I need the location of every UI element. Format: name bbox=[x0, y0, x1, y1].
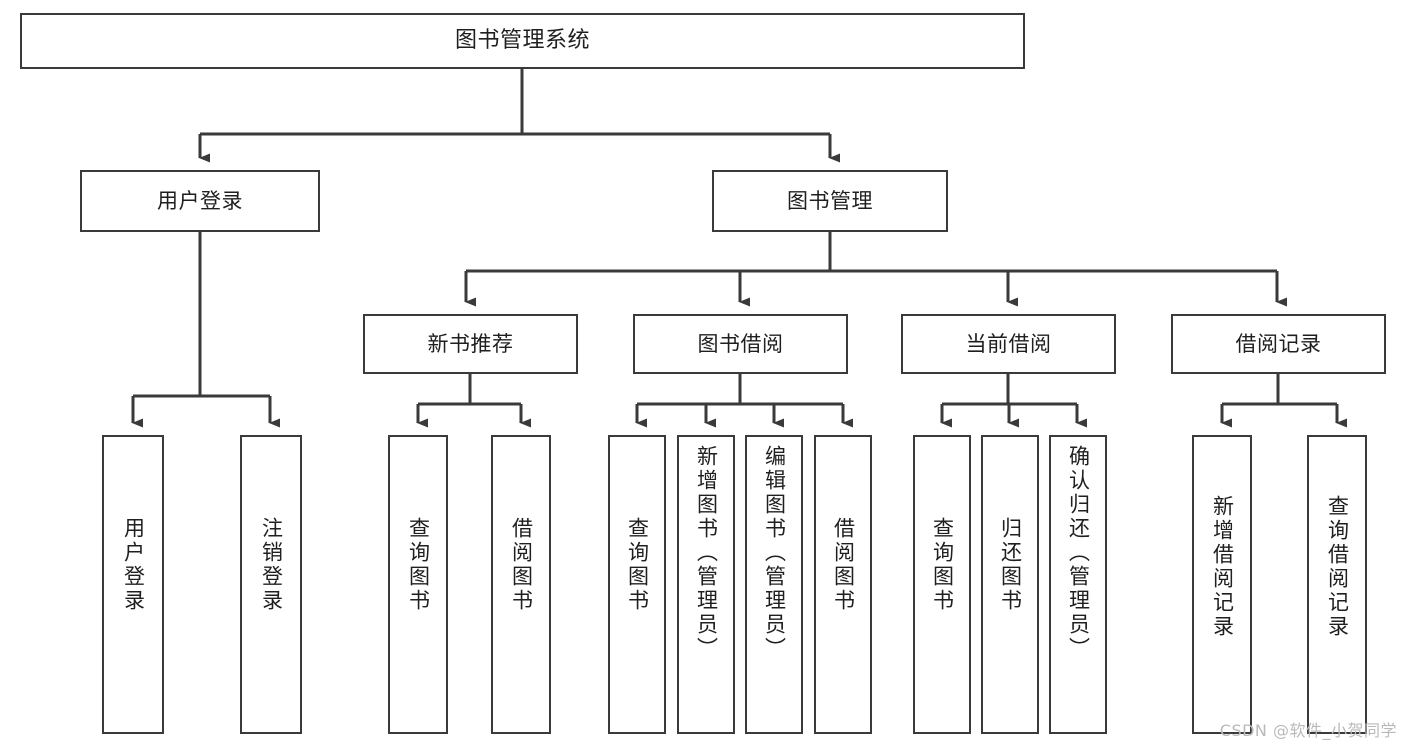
node-label: 借阅图书 bbox=[831, 517, 856, 613]
leaf-add-borrow-record[interactable]: 新增借阅记录 bbox=[1192, 435, 1252, 734]
leaf-query-book-current[interactable]: 查询图书 bbox=[913, 435, 971, 734]
node-label: 新增图书（管理员） bbox=[694, 445, 719, 661]
node-label: 用户登录 bbox=[121, 517, 146, 613]
node-label: 归还图书 bbox=[998, 517, 1023, 613]
node-label: 借阅记录 bbox=[1235, 331, 1322, 356]
node-label: 新书推荐 bbox=[427, 331, 514, 356]
csdn-watermark: CSDN @软件_小贺同学 bbox=[1219, 721, 1397, 740]
node-label: 新增借阅记录 bbox=[1210, 495, 1235, 639]
leaf-return-book[interactable]: 归还图书 bbox=[981, 435, 1039, 734]
node-label: 图书管理系统 bbox=[454, 28, 590, 54]
leaf-add-book-admin[interactable]: 新增图书（管理员） bbox=[677, 435, 735, 734]
node-label: 查询图书 bbox=[930, 517, 955, 613]
node-book-borrow[interactable]: 图书借阅 bbox=[633, 314, 848, 374]
node-borrow-record[interactable]: 借阅记录 bbox=[1171, 314, 1386, 374]
leaf-borrow-book-new[interactable]: 借阅图书 bbox=[491, 435, 551, 734]
leaf-confirm-return-admin[interactable]: 确认归还（管理员） bbox=[1049, 435, 1107, 734]
leaf-borrow-book[interactable]: 借阅图书 bbox=[814, 435, 872, 734]
node-label: 查询图书 bbox=[406, 517, 431, 613]
node-label: 查询图书 bbox=[625, 517, 650, 613]
node-user-login[interactable]: 用户登录 bbox=[80, 170, 320, 232]
leaf-logout-login[interactable]: 注销登录 bbox=[240, 435, 302, 734]
node-new-book-recommend[interactable]: 新书推荐 bbox=[363, 314, 578, 374]
node-label: 图书管理 bbox=[787, 188, 873, 213]
node-label: 当前借阅 bbox=[965, 331, 1052, 356]
node-label: 图书借阅 bbox=[697, 331, 784, 356]
node-label: 确认归还（管理员） bbox=[1066, 445, 1091, 661]
leaf-query-book-new[interactable]: 查询图书 bbox=[388, 435, 448, 734]
node-current-borrow[interactable]: 当前借阅 bbox=[901, 314, 1116, 374]
node-book-management[interactable]: 图书管理 bbox=[712, 170, 948, 232]
node-root-system[interactable]: 图书管理系统 bbox=[20, 13, 1025, 69]
node-label: 编辑图书（管理员） bbox=[762, 445, 787, 661]
leaf-query-book-borrow[interactable]: 查询图书 bbox=[608, 435, 666, 734]
leaf-user-login[interactable]: 用户登录 bbox=[102, 435, 164, 734]
leaf-edit-book-admin[interactable]: 编辑图书（管理员） bbox=[745, 435, 803, 734]
leaf-query-borrow-record[interactable]: 查询借阅记录 bbox=[1307, 435, 1367, 734]
node-label: 查询借阅记录 bbox=[1325, 495, 1350, 639]
node-label: 借阅图书 bbox=[509, 517, 534, 613]
node-label: 注销登录 bbox=[259, 517, 284, 613]
node-label: 用户登录 bbox=[157, 188, 243, 213]
